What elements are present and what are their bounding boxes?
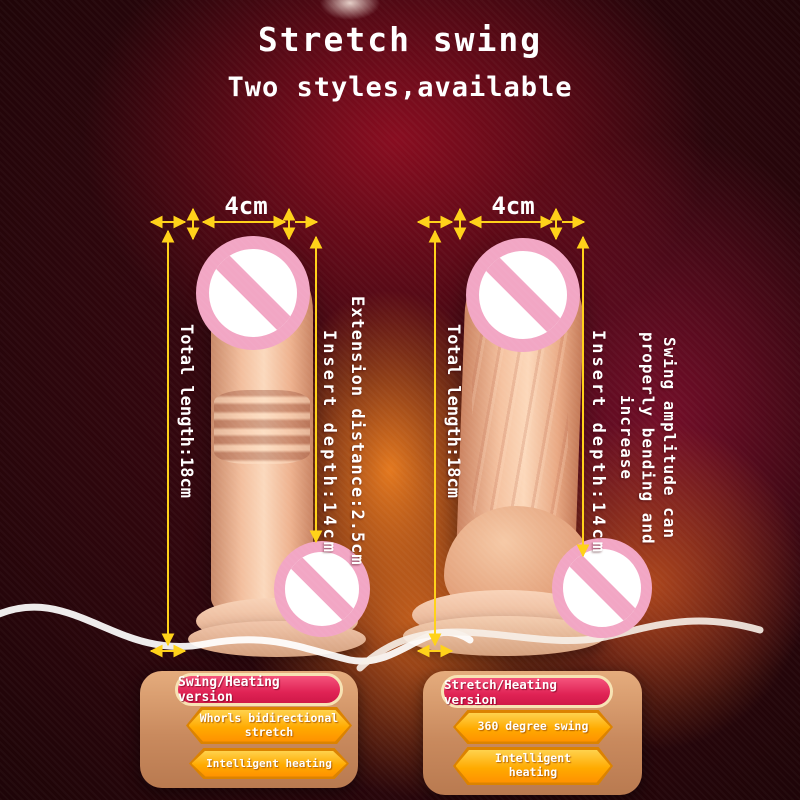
left-feature-banner-label: Whorls bidirectional stretch	[188, 709, 350, 742]
left-extension-distance-label: Extension distance:2.5cm	[347, 296, 367, 566]
right-feature-banner: Intelligent heating	[453, 747, 613, 785]
left-feature-banner-label: Intelligent heating	[191, 750, 347, 777]
left-feature-banner: Intelligent heating	[189, 748, 349, 779]
page-subtitle: Two styles,available	[227, 72, 573, 103]
censor-no-symbol-icon	[466, 238, 580, 352]
right-swing-amplitude-note: Swing amplitude can properly bending and…	[616, 331, 679, 545]
censor-no-symbol-icon	[552, 538, 652, 638]
page-title: Stretch swing	[257, 20, 543, 59]
censor-stripe	[479, 251, 567, 339]
censor-stripe	[209, 249, 297, 337]
right-width-label: 4cm	[491, 192, 535, 220]
product-left-whorl-rings	[214, 390, 310, 464]
right-feature-banner-label: 360 degree swing	[455, 712, 611, 742]
right-version-badge: Stretch/Heating version	[441, 675, 613, 708]
left-feature-banner: Whorls bidirectional stretch	[186, 707, 352, 744]
right-feature-banner-label: Intelligent heating	[494, 751, 572, 779]
right-feature-banner: 360 degree swing	[453, 710, 613, 744]
left-total-length-label: Total length:18cm	[176, 324, 196, 498]
left-width-label: 4cm	[224, 192, 268, 220]
censor-no-symbol-icon	[274, 541, 370, 637]
censor-no-symbol-icon	[196, 236, 310, 350]
left-version-badge: Swing/Heating version	[175, 673, 343, 706]
right-insert-depth-label: Insert depth:14cm	[588, 330, 608, 555]
right-total-length-label: Total length:18cm	[443, 324, 463, 498]
left-insert-depth-label: Insert depth:14cm	[319, 330, 339, 555]
light-glint	[320, 0, 380, 20]
